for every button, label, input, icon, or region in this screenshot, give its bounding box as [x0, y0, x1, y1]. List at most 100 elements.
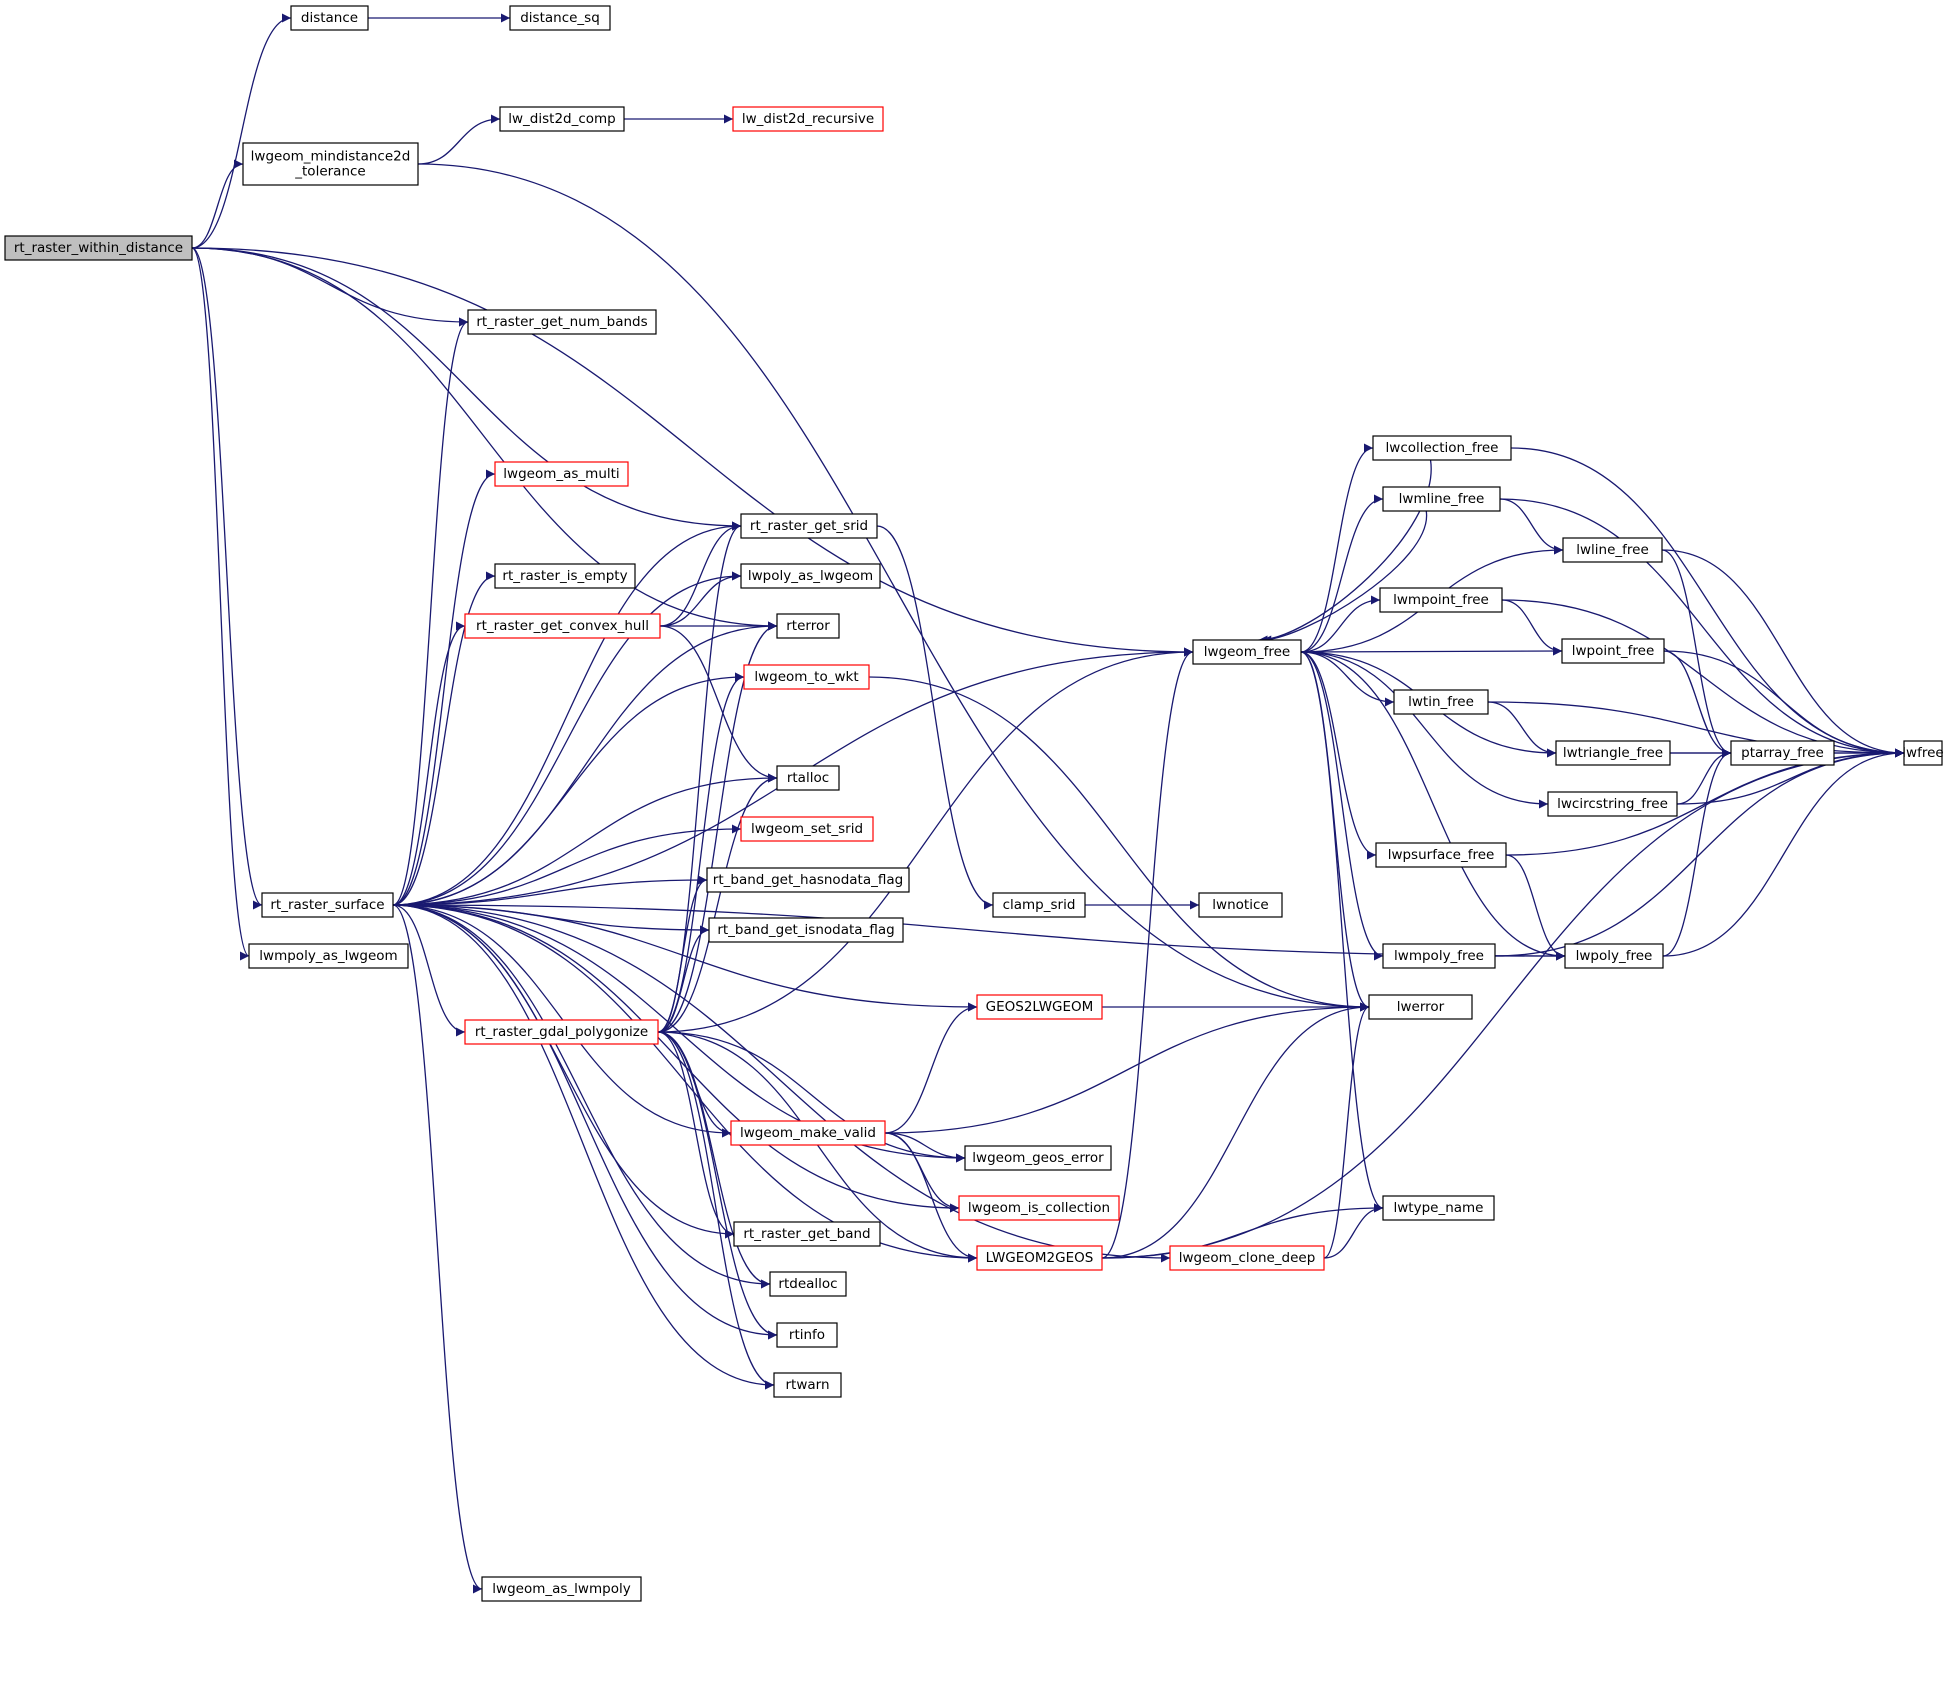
edge-rt-raster-surface-to-lwgeom-is-collection	[392, 904, 960, 1213]
edge-rt-raster-within-distance-to-rt-raster-surface	[191, 247, 263, 910]
node-rt-raster-get-band[interactable]: rt_raster_get_band	[733, 1221, 881, 1247]
call-edge	[191, 159, 244, 249]
node-label: GEOS2LWGEOM	[986, 999, 1094, 1015]
node-label: rt_raster_get_num_bands	[476, 314, 647, 330]
node-box	[4, 235, 193, 261]
node-rt-raster-get-num-bands[interactable]: rt_raster_get_num_bands	[467, 309, 657, 335]
node-lwcollection-free[interactable]: lwcollection_free	[1372, 435, 1512, 461]
node-lwmpoly-free[interactable]: lwmpoly_free	[1382, 943, 1496, 969]
node-lw-dist2d-recursive[interactable]: lw_dist2d_recursive	[732, 106, 884, 132]
node-lwtriangle-free[interactable]: lwtriangle_free	[1555, 740, 1671, 766]
node-lw-dist2d-comp[interactable]: lw_dist2d_comp	[499, 106, 625, 132]
node-lwgeom2geos[interactable]: LWGEOM2GEOS	[976, 1245, 1103, 1271]
node-box	[769, 1271, 847, 1297]
edge-lwgeom2geos-to-lwfree	[1101, 748, 1905, 1259]
edge-rt-raster-surface-to-lwgeom-as-multi	[392, 469, 496, 906]
node-distance[interactable]: distance	[290, 5, 369, 31]
edge-rt-raster-get-convex-hull-to-lwpoly-as-lwgeom	[659, 571, 742, 627]
node-ptarray-free[interactable]: ptarray_free	[1730, 740, 1835, 766]
node-box	[1169, 1245, 1325, 1271]
node-rtinfo[interactable]: rtinfo	[776, 1322, 838, 1348]
node-lwmline-free[interactable]: lwmline_free	[1382, 486, 1501, 512]
node-lwpoly-as-lwgeom[interactable]: lwpoly_as_lwgeom	[740, 563, 881, 589]
node-rtwarn[interactable]: rtwarn	[773, 1372, 842, 1398]
node-lwgeom-to-wkt[interactable]: lwgeom_to_wkt	[743, 664, 870, 690]
node-lwerror[interactable]: lwerror	[1368, 994, 1473, 1020]
node-label: distance	[301, 10, 358, 26]
call-edge	[392, 904, 960, 1213]
edge-rt-raster-gdal-polygonize-to-rt-band-get-hasnodata-flag	[657, 875, 708, 1033]
edge-lwpoly-free-to-ptarray-free	[1662, 748, 1732, 957]
node-label: ptarray_free	[1741, 745, 1824, 761]
node-rt-raster-get-srid[interactable]: rt_raster_get_srid	[740, 513, 878, 539]
node-rtalloc[interactable]: rtalloc	[776, 765, 840, 791]
edge-rt-raster-gdal-polygonize-to-rtwarn	[657, 1031, 775, 1390]
node-lwtin-free[interactable]: lwtin_free	[1393, 689, 1489, 715]
node-lwgeom-free[interactable]: lwgeom_free	[1192, 639, 1302, 665]
node-lwtype-name[interactable]: lwtype_name	[1382, 1195, 1495, 1221]
call-edge	[392, 317, 469, 906]
edge-lwline-free-to-ptarray-free	[1661, 549, 1732, 758]
call-edge	[657, 1031, 778, 1340]
edge-rt-raster-surface-to-rt-raster-gdal-polygonize	[392, 904, 466, 1037]
node-box	[499, 106, 625, 132]
node-rt-raster-surface[interactable]: rt_raster_surface	[261, 892, 394, 918]
node-clamp-srid[interactable]: clamp_srid	[992, 892, 1086, 918]
edge-lwgeom-free-to-lwpoly-free	[1300, 651, 1566, 961]
node-rt-raster-is-empty[interactable]: rt_raster_is_empty	[494, 563, 636, 589]
node-lwgeom-set-srid[interactable]: lwgeom_set_srid	[740, 816, 874, 842]
call-edge	[884, 1132, 966, 1163]
call-edge	[191, 247, 469, 327]
node-box	[1564, 943, 1664, 969]
node-lwgeom-clone-deep[interactable]: lwgeom_clone_deep	[1169, 1245, 1325, 1271]
node-lwfree[interactable]: lwfree	[1902, 740, 1944, 766]
node-label: rtwarn	[785, 1377, 829, 1393]
call-edge	[417, 163, 1370, 1012]
edge-rt-raster-surface-to-rtdealloc	[392, 904, 771, 1289]
node-lwmpoly-as-lwgeom[interactable]: lwmpoly_as_lwgeom	[248, 943, 409, 969]
node-rt-band-get-hasnodata-flag[interactable]: rt_band_get_hasnodata_flag	[706, 867, 910, 893]
edge-rt-raster-surface-to-lwgeom-make-valid	[392, 904, 732, 1138]
node-box	[964, 1145, 1112, 1171]
node-lwgeom-as-lwmpoly[interactable]: lwgeom_as_lwmpoly	[481, 1576, 642, 1602]
node-distance-sq[interactable]: distance_sq	[509, 5, 611, 31]
node-box	[708, 917, 904, 943]
node-lwline-free[interactable]: lwline_free	[1562, 537, 1663, 563]
node-lwgeom-geos-error[interactable]: lwgeom_geos_error	[964, 1145, 1112, 1171]
node-label: rtalloc	[787, 770, 829, 786]
edge-lwgeom2geos-to-lwerror	[1101, 1002, 1370, 1259]
node-label: lwgeom_is_collection	[968, 1200, 1110, 1216]
node-box	[740, 563, 881, 589]
node-lwgeom-is-collection[interactable]: lwgeom_is_collection	[958, 1195, 1120, 1221]
node-lwpoly-free[interactable]: lwpoly_free	[1564, 943, 1664, 969]
edge-rt-raster-surface-to-rt-raster-get-convex-hull	[392, 621, 466, 906]
node-rtdealloc[interactable]: rtdealloc	[769, 1271, 847, 1297]
edge-rt-raster-surface-to-rt-raster-is-empty	[392, 571, 496, 906]
node-lwcircstring-free[interactable]: lwcircstring_free	[1547, 791, 1678, 817]
edge-rt-raster-within-distance-to-rt-raster-get-num-bands	[191, 247, 469, 327]
node-lwgeom-as-multi[interactable]: lwgeom_as_multi	[494, 461, 629, 487]
node-rterror[interactable]: rterror	[776, 613, 840, 639]
node-lwpoint-free[interactable]: lwpoint_free	[1561, 638, 1665, 664]
call-edge	[1663, 650, 1905, 758]
node-lwpsurface-free[interactable]: lwpsurface_free	[1375, 842, 1507, 868]
call-edge	[392, 875, 708, 906]
call-edge	[868, 676, 1370, 1012]
node-label: distance_sq	[520, 10, 600, 26]
node-geos2lwgeom[interactable]: GEOS2LWGEOM	[976, 994, 1103, 1020]
call-edge	[884, 1132, 978, 1263]
node-lwgeom-make-valid[interactable]: lwgeom_make_valid	[730, 1120, 886, 1146]
node-rt-raster-get-convex-hull[interactable]: rt_raster_get_convex_hull	[464, 613, 661, 639]
node-label: lwtriangle_free	[1563, 745, 1663, 761]
edge-rt-raster-within-distance-to-lwmpoly-as-lwgeom	[191, 247, 250, 961]
edge-rt-raster-surface-to-lwgeom-clone-deep	[392, 904, 1171, 1263]
node-box	[1368, 994, 1473, 1020]
node-lwgeom-mindistance2d-tolerance[interactable]: lwgeom_mindistance2d_tolerance	[242, 142, 419, 186]
node-lwmpoint-free[interactable]: lwmpoint_free	[1379, 587, 1503, 613]
edge-lwline-free-to-lwfree	[1661, 549, 1905, 758]
node-rt-raster-within-distance[interactable]: rt_raster_within_distance	[4, 235, 193, 261]
edge-rt-raster-surface-to-lwgeom-set-srid	[392, 824, 742, 906]
node-rt-raster-gdal-polygonize[interactable]: rt_raster_gdal_polygonize	[464, 1019, 659, 1045]
node-rt-band-get-isnodata-flag[interactable]: rt_band_get_isnodata_flag	[708, 917, 904, 943]
node-lwnotice[interactable]: lwnotice	[1198, 892, 1283, 918]
